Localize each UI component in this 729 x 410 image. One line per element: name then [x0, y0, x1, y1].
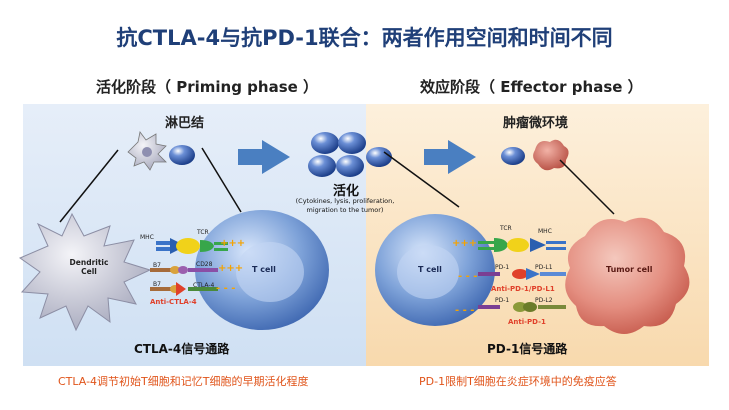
priming-plus-top: +++ — [220, 238, 246, 249]
b7-label-2: B7 — [153, 281, 161, 288]
anti-pd1-pdl1-label: Anti-PD-1/PD-L1 — [491, 285, 555, 293]
tumor-microenvironment-label: 肿瘤微环境 — [503, 116, 569, 131]
b7-label-1: B7 — [153, 262, 161, 269]
arrow-to-activation-icon — [238, 140, 290, 174]
activation-title: 活化 — [333, 184, 360, 199]
effector-plus-top: +++ — [452, 238, 478, 249]
mhc-label: MHC — [140, 234, 154, 241]
effector-t-cell-label: T cell — [418, 265, 442, 274]
pdl1-label: PD-L1 — [535, 264, 553, 271]
pdl2-label: PD-L2 — [535, 297, 553, 304]
dendritic-cell-icon — [18, 212, 152, 332]
priming-plus-mid: +++ — [218, 263, 244, 274]
dendritic-cell-label: Dendritic Cell — [69, 258, 109, 276]
priming-phase-title: 活化阶段（ Priming phase ） — [96, 78, 319, 96]
effector-phase-title: 效应阶段（ Effector phase ） — [420, 78, 643, 96]
proliferating-t-cells-icon — [308, 132, 392, 177]
tcr-label: TCR — [197, 229, 209, 236]
anti-ctla4-label: Anti-CTLA-4 — [150, 298, 197, 306]
small-effector-t-cell-icon — [501, 147, 525, 165]
priming-t-cell-label: T cell — [252, 265, 276, 274]
pd1-label-a: PD-1 — [495, 264, 510, 271]
effector-minus-1: - - - — [458, 271, 478, 282]
cd28-label: CD28 — [196, 261, 213, 268]
ctla4-caption: CTLA-4调节初始T细胞和记忆T细胞的早期活化程度 — [58, 375, 309, 388]
b7-cd28-icon — [150, 266, 218, 274]
ctla4-label: CTLA-4 — [193, 282, 215, 289]
priming-minus: - - - — [216, 283, 236, 294]
tcr-mhc-complex-icon — [478, 238, 566, 252]
effector-mhc-label: MHC — [538, 228, 552, 235]
pd1-label-b: PD-1 — [495, 297, 510, 304]
b7-ctla4-icon — [150, 282, 218, 296]
anti-pd1-label: Anti-PD-1 — [508, 318, 546, 326]
small-tumor-cell-icon — [533, 139, 569, 171]
pd1-caption: PD-1限制T细胞在炎症环境中的免疫应答 — [419, 375, 617, 388]
pd1-pdl1-icon — [478, 268, 566, 280]
effector-tcr-label: TCR — [500, 225, 512, 232]
pd1-pathway-label: PD-1信号通路 — [487, 342, 568, 356]
pd1-pdl2-icon — [478, 302, 566, 312]
mhc-tcr-complex-icon — [156, 238, 228, 254]
tumor-cell-label: Tumor cell — [606, 265, 653, 274]
arrow-to-effector-icon — [424, 140, 476, 174]
activation-detail: (Cytokines, lysis, proliferation, migrat… — [295, 197, 395, 214]
lymph-node-label: 淋巴结 — [165, 116, 205, 131]
effector-minus-2: - - - — [455, 305, 475, 316]
main-title: 抗CTLA-4与抗PD-1联合：两者作用空间和时间不同 — [116, 26, 613, 50]
small-t-cell-icon — [169, 145, 195, 165]
tumor-cell-icon — [565, 217, 690, 334]
small-dendritic-cell-icon — [127, 131, 167, 171]
ctla4-pathway-label: CTLA-4信号通路 — [134, 342, 230, 356]
